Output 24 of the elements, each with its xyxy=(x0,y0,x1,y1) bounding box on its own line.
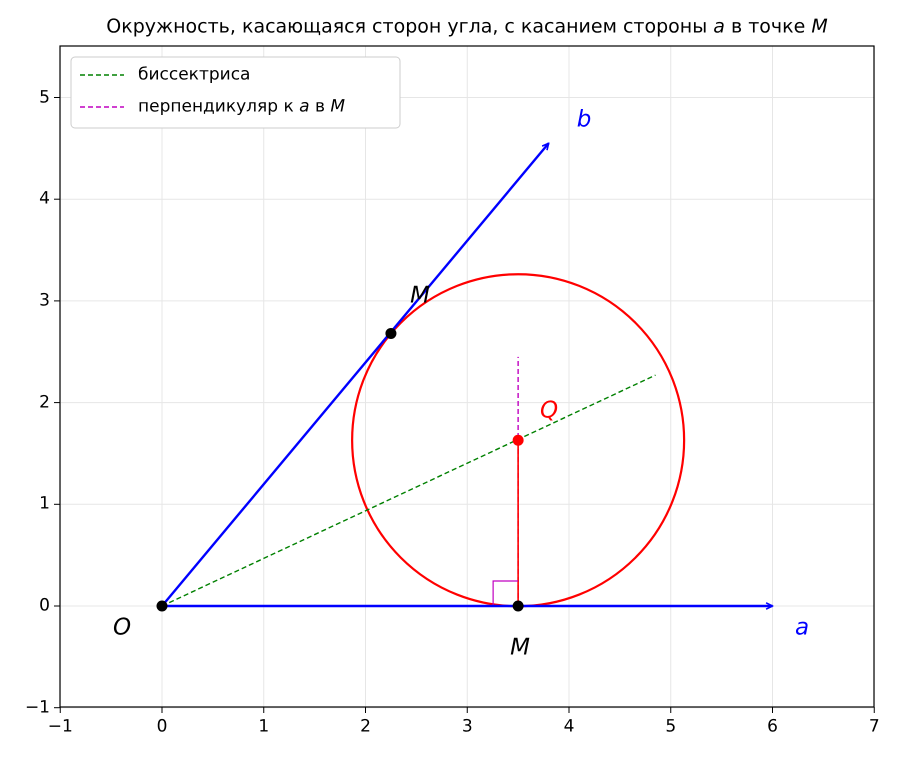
tick-label: 2 xyxy=(360,718,371,736)
legend-text: перпендикуляр к a в M xyxy=(138,98,346,116)
tick-label: 1 xyxy=(39,496,50,513)
tick-label: −1 xyxy=(24,699,50,716)
chart-title: Окружность, касающаяся сторон угла, с касанием стороны a в точке M xyxy=(106,18,828,36)
tick-label: 2 xyxy=(39,394,50,412)
tick-label: 1 xyxy=(258,718,270,736)
tick-label: 5 xyxy=(39,89,50,106)
tick-label: −1 xyxy=(48,718,73,736)
axis-side-label: b xyxy=(576,108,592,132)
legend-text: биссектриса xyxy=(138,66,250,84)
tick-label: 0 xyxy=(156,718,168,736)
tick-label: 3 xyxy=(462,718,473,736)
tick-label: 5 xyxy=(665,718,676,736)
tick-label: 7 xyxy=(868,718,880,736)
tick-label: 3 xyxy=(39,292,50,310)
tick-label: 0 xyxy=(39,598,50,614)
axis-side-label: a xyxy=(794,616,810,640)
point-label: O xyxy=(112,616,132,640)
tick-label: 4 xyxy=(39,190,50,208)
tick-label: 4 xyxy=(564,718,574,736)
point-label: Q xyxy=(540,400,558,422)
point-label: M xyxy=(510,636,530,660)
tick-label: 6 xyxy=(767,718,778,736)
